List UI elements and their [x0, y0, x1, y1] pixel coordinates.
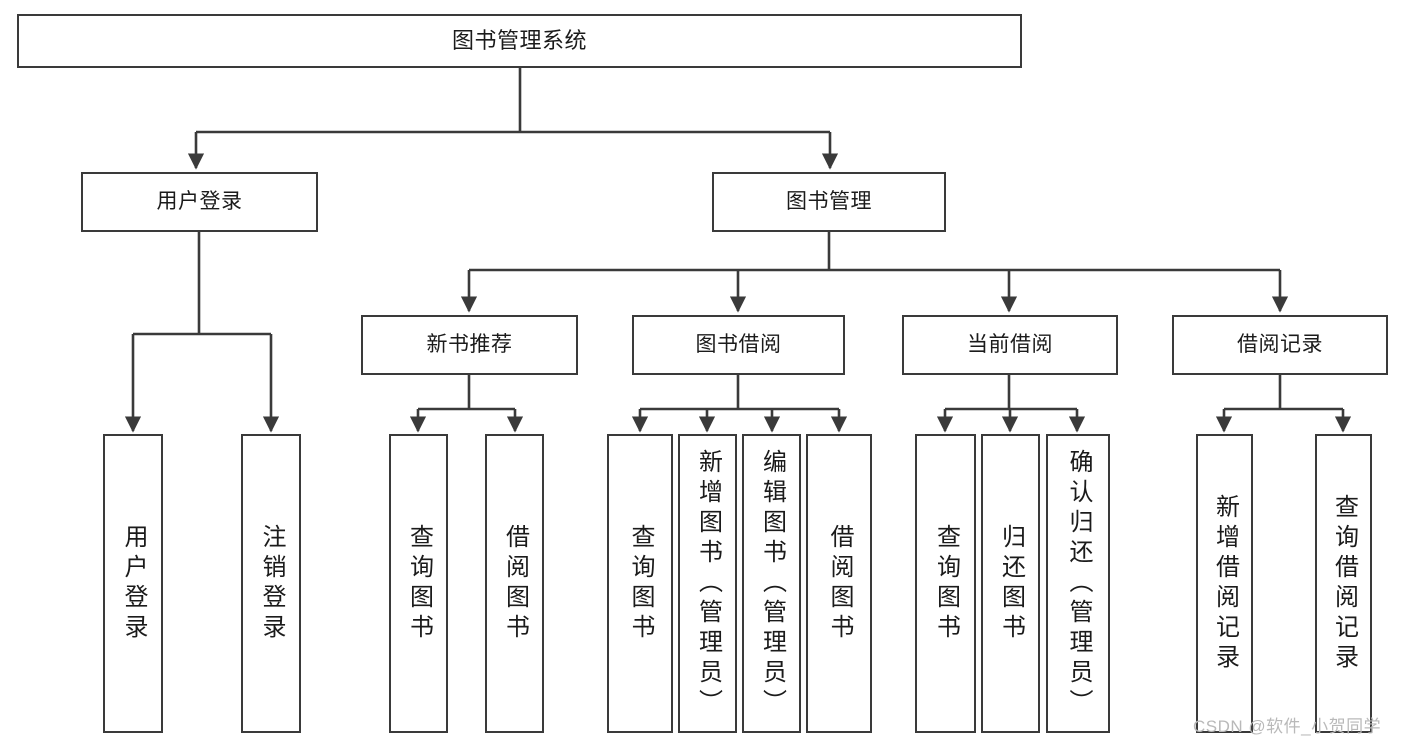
- node-label: 图书管理系统: [451, 28, 587, 54]
- node-label: 查询图书: [627, 523, 654, 644]
- node-label: 新增借阅记录: [1211, 493, 1239, 674]
- node-leaf-cur-query-book[interactable]: 查询图书: [915, 434, 976, 733]
- node-book-management[interactable]: 图书管理: [712, 172, 946, 232]
- node-label: 注销登录: [258, 523, 285, 644]
- node-current-borrow[interactable]: 当前借阅: [902, 315, 1118, 375]
- node-leaf-cur-confirm-return-admin[interactable]: 确认归还（管理员）: [1046, 434, 1110, 733]
- node-leaf-user-login[interactable]: 用户登录: [103, 434, 163, 733]
- node-label: 用户登录: [120, 523, 147, 644]
- node-leaf-borrow-lend-book[interactable]: 借阅图书: [806, 434, 872, 733]
- node-user-login[interactable]: 用户登录: [81, 172, 318, 232]
- node-label: 借阅图书: [501, 523, 529, 644]
- node-label: 编辑图书（管理员）: [758, 448, 786, 719]
- node-label: 图书借阅: [695, 332, 782, 356]
- node-label: 查询图书: [932, 523, 960, 644]
- node-leaf-borrow-add-book-admin[interactable]: 新增图书（管理员）: [678, 434, 737, 733]
- node-label: 归还图书: [997, 523, 1025, 644]
- node-label: 借阅记录: [1237, 332, 1323, 356]
- node-label: 用户登录: [156, 189, 243, 213]
- node-label: 查询借阅记录: [1330, 493, 1358, 674]
- node-label: 图书管理: [786, 189, 872, 213]
- node-new-book-recommendation[interactable]: 新书推荐: [361, 315, 578, 375]
- node-label: 新书推荐: [426, 332, 513, 356]
- node-root-book-management-system[interactable]: 图书管理系统: [17, 14, 1022, 68]
- node-leaf-cur-return-book[interactable]: 归还图书: [981, 434, 1040, 733]
- node-book-borrow[interactable]: 图书借阅: [632, 315, 845, 375]
- node-leaf-rec-borrow-book[interactable]: 借阅图书: [485, 434, 544, 733]
- node-leaf-record-query[interactable]: 查询借阅记录: [1315, 434, 1372, 733]
- node-leaf-record-add[interactable]: 新增借阅记录: [1196, 434, 1253, 733]
- node-label: 当前借阅: [967, 332, 1053, 356]
- node-label: 确认归还（管理员）: [1065, 448, 1092, 719]
- node-label: 借阅图书: [826, 523, 853, 644]
- node-leaf-user-logout[interactable]: 注销登录: [241, 434, 301, 733]
- node-borrow-record[interactable]: 借阅记录: [1172, 315, 1388, 375]
- node-label: 新增图书（管理员）: [694, 448, 722, 719]
- node-leaf-borrow-edit-book-admin[interactable]: 编辑图书（管理员）: [742, 434, 801, 733]
- node-leaf-rec-query-book[interactable]: 查询图书: [389, 434, 448, 733]
- node-label: 查询图书: [405, 523, 433, 644]
- node-leaf-borrow-query-book[interactable]: 查询图书: [607, 434, 673, 733]
